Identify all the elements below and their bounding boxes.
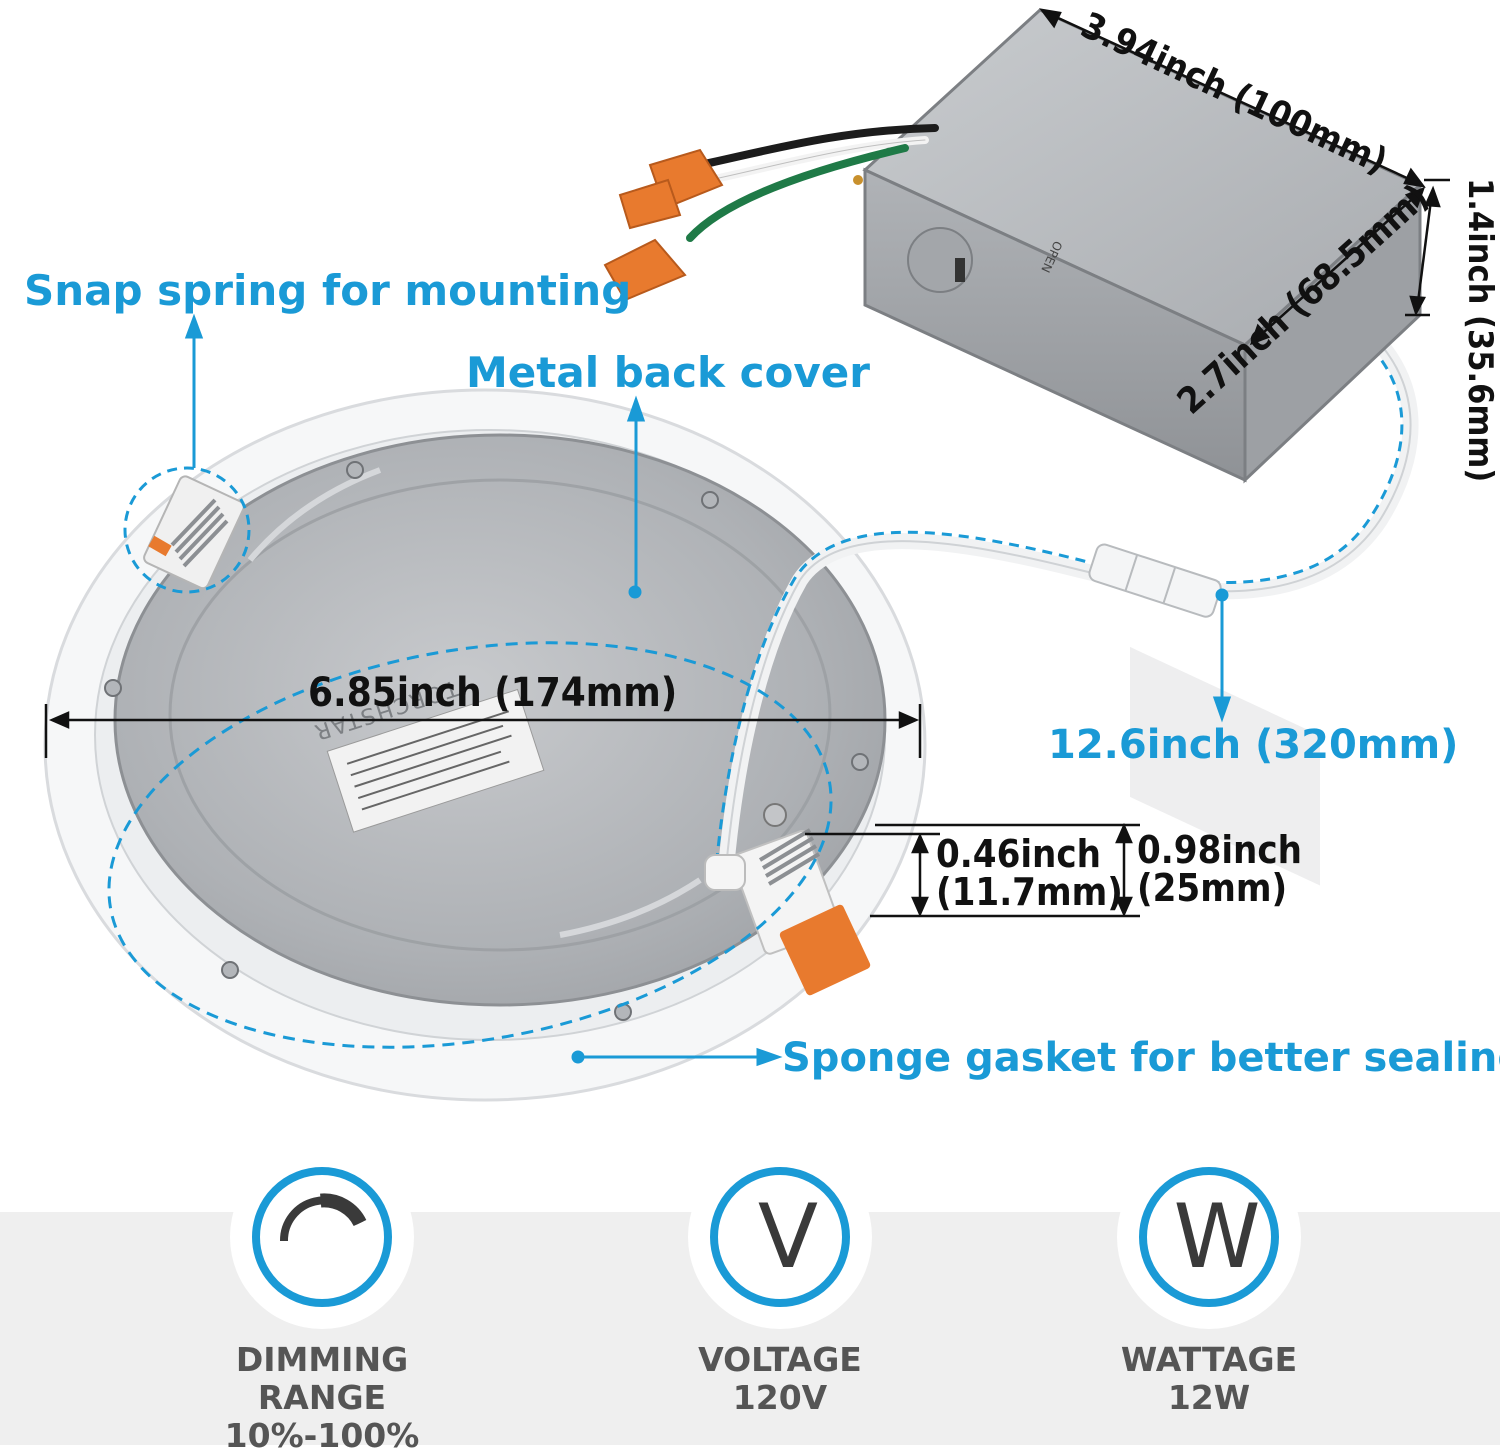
snap-spring-top bbox=[143, 475, 245, 590]
dimming-value: 10%-100% bbox=[224, 1416, 420, 1455]
cable-length-label: 12.6inch (320mm) bbox=[1048, 722, 1459, 768]
plate-label bbox=[326, 688, 545, 833]
voltage-title: VOLTAGE bbox=[698, 1340, 862, 1379]
feature-dimming: DIMMING RANGE 10%-100% bbox=[172, 1145, 472, 1455]
dimmer-arc-icon bbox=[252, 1167, 392, 1307]
wire-nuts bbox=[603, 148, 724, 302]
snap-spring-label: Snap spring for mounting bbox=[24, 266, 632, 315]
supply-wires bbox=[686, 124, 939, 242]
metal-back-cover-label: Metal back cover bbox=[466, 348, 870, 397]
dimming-title: DIMMING RANGE bbox=[235, 1340, 409, 1417]
thickness-dimension-line2: (11.7mm) bbox=[936, 870, 1123, 914]
product-illustration: TORCHSTAR bbox=[43, 8, 1450, 1102]
cable-connector bbox=[1088, 543, 1222, 618]
sponge-gasket-outline bbox=[107, 641, 833, 1049]
box-height-dimension: 1.4inch (35.6mm) bbox=[1460, 178, 1500, 483]
wattage-glyph: W bbox=[1173, 1185, 1261, 1288]
thickness-dimension-line1: 0.46inch bbox=[936, 832, 1102, 876]
dimension-lines bbox=[44, 8, 1450, 918]
junction-box: OPEN bbox=[853, 8, 1423, 886]
cable-length-dashes bbox=[713, 316, 1404, 881]
feature-voltage-badge: V bbox=[688, 1145, 872, 1329]
voltage-v-icon: V bbox=[710, 1167, 850, 1307]
height-dimension-line1: 0.98inch bbox=[1137, 828, 1303, 872]
wattage-title: WATTAGE bbox=[1120, 1340, 1298, 1379]
ring-screws bbox=[104, 461, 869, 1021]
wattage-w-icon: W bbox=[1139, 1167, 1279, 1307]
wattage-value: 12W bbox=[1167, 1378, 1251, 1417]
feature-dimming-badge bbox=[230, 1145, 414, 1329]
voltage-glyph: V bbox=[757, 1185, 819, 1288]
voltage-value: 120V bbox=[732, 1378, 828, 1417]
sponge-gasket-label: Sponge gasket for better sealing bbox=[782, 1035, 1500, 1081]
height-dimension-line2: (25mm) bbox=[1137, 866, 1288, 910]
feature-wattage: W WATTAGE 12W bbox=[1059, 1145, 1359, 1417]
snap-spring-highlight bbox=[123, 466, 251, 594]
feature-voltage: V VOLTAGE 120V bbox=[630, 1145, 930, 1417]
feature-wattage-badge: W bbox=[1117, 1145, 1301, 1329]
diameter-dimension: 6.85inch (174mm) bbox=[308, 670, 678, 716]
callout-arrows bbox=[184, 313, 1232, 1067]
